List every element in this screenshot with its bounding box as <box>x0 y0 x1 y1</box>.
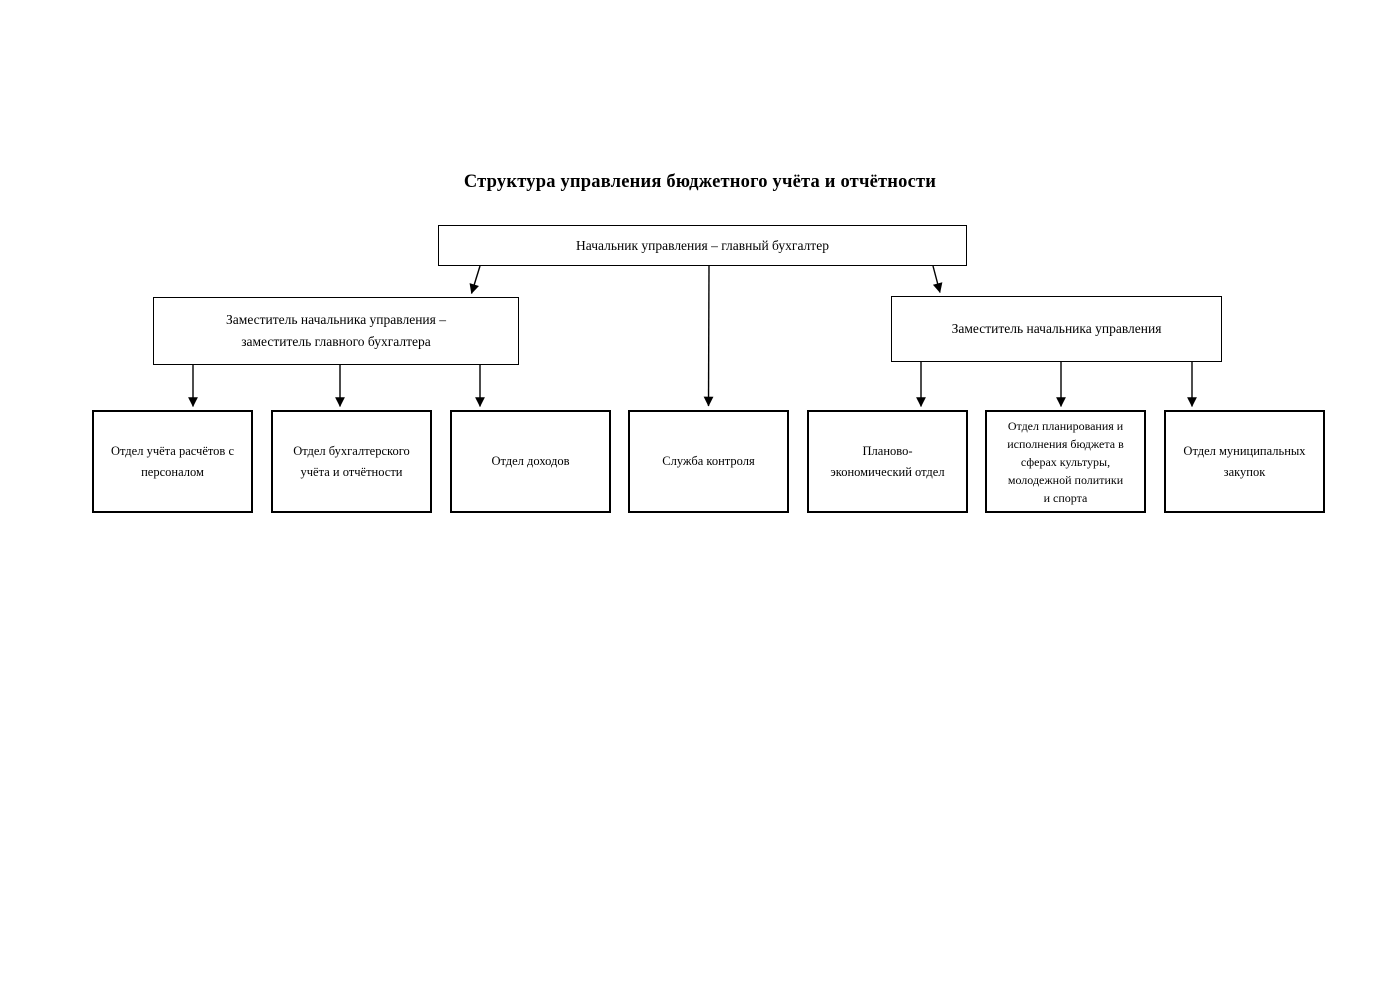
org-node-dept-planning-economic: Планово- экономический отдел <box>807 410 968 513</box>
org-node-deputy-right-label: Заместитель начальника управления <box>951 321 1162 336</box>
arrow-root-to-dept-control <box>703 265 714 407</box>
org-node-dept-accounting-reporting: Отдел бухгалтерского учёта и отчётности <box>271 410 432 513</box>
org-node-deputy-left: Заместитель начальника управления – заме… <box>153 297 519 365</box>
org-node-dept-label: Планово- экономический отдел <box>830 443 945 479</box>
org-node-deputy-left-label: Заместитель начальника управления – заме… <box>226 312 446 349</box>
org-node-dept-control-service: Служба контроля <box>628 410 789 513</box>
org-node-dept-municipal-procurement: Отдел муниципальных закупок <box>1164 410 1325 513</box>
org-node-dept-revenue: Отдел доходов <box>450 410 611 513</box>
page-title: Структура управления бюджетного учёта и … <box>463 172 937 192</box>
org-node-dept-personnel-settlements: Отдел учёта расчётов с персоналом <box>92 410 253 513</box>
org-node-dept-label: Отдел муниципальных закупок <box>1183 443 1306 479</box>
org-node-root: Начальник управления – главный бухгалтер <box>438 225 967 266</box>
arrow-root-to-deputy-right <box>932 265 943 293</box>
org-node-dept-label: Отдел бухгалтерского учёта и отчётности <box>293 443 410 479</box>
org-node-deputy-right: Заместитель начальника управления <box>891 296 1222 362</box>
org-node-dept-label: Отдел учёта расчётов с персоналом <box>110 443 235 479</box>
org-node-dept-label: Отдел доходов <box>491 454 570 468</box>
arrow-root-to-deputy-left <box>469 265 481 294</box>
org-node-root-label: Начальник управления – главный бухгалтер <box>576 237 829 253</box>
org-node-dept-label: Служба контроля <box>662 454 755 468</box>
org-node-dept-label: Отдел планирования и исполнения бюджета … <box>1007 418 1124 505</box>
org-node-dept-budget-culture-sport: Отдел планирования и исполнения бюджета … <box>985 410 1146 513</box>
